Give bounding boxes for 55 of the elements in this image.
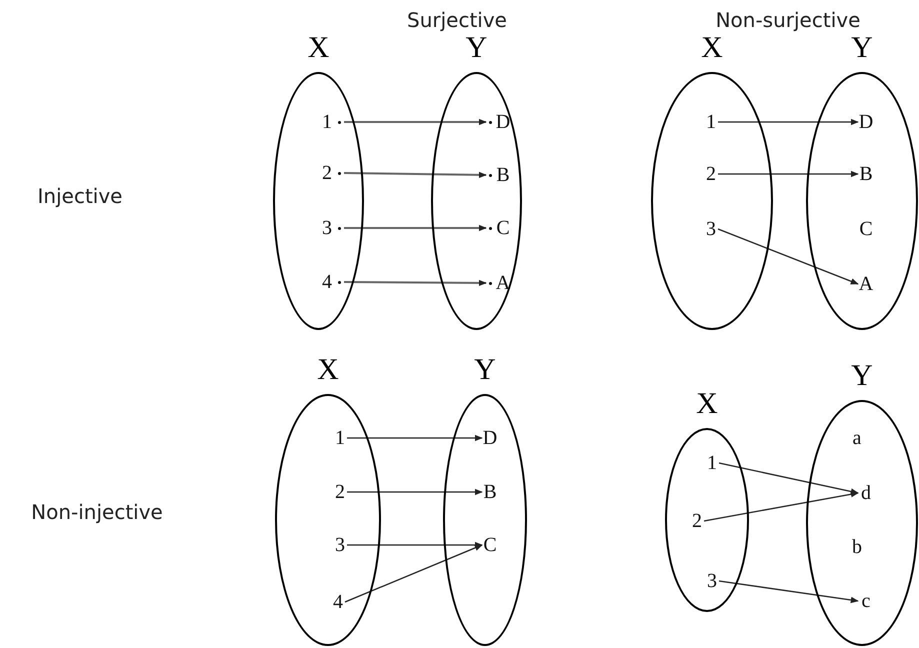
set-element: 3	[332, 533, 348, 557]
set-element: 3	[704, 569, 720, 593]
arrow	[347, 488, 483, 496]
set-label: X	[317, 354, 339, 386]
category-heading: Non-surjective	[716, 8, 860, 32]
arrow	[718, 462, 859, 495]
set-label: Y	[466, 32, 488, 64]
set-element: D	[495, 110, 511, 134]
set-label: Y	[851, 360, 873, 392]
set-element: C	[858, 217, 874, 241]
arrow	[718, 580, 859, 604]
set-element: 2	[332, 480, 348, 504]
set-element: 2	[319, 161, 335, 185]
arrow	[718, 170, 859, 178]
category-heading: Non-injective	[31, 500, 163, 524]
set-element: A	[858, 272, 874, 296]
arrow	[344, 172, 487, 178]
set-element: 1	[332, 426, 348, 450]
set-element: d	[858, 481, 874, 505]
set-element: C	[495, 216, 511, 240]
set-element: b	[849, 535, 865, 559]
arrow	[718, 228, 859, 285]
set-element: 1	[703, 110, 719, 134]
set-label: Y	[474, 354, 496, 386]
arrow	[718, 118, 859, 126]
set-element: B	[858, 162, 874, 186]
category-heading: Injective	[38, 184, 122, 208]
set-element: D	[858, 110, 874, 134]
set-element: 4	[330, 590, 346, 614]
arrow	[347, 434, 483, 442]
set-label: X	[701, 32, 723, 64]
set-element: 2	[689, 509, 705, 533]
set-element: B	[495, 163, 511, 187]
set-element: C	[482, 533, 498, 557]
set-element: a	[849, 426, 865, 450]
category-heading: Surjective	[407, 8, 507, 32]
arrow	[347, 542, 483, 548]
set-element: A	[495, 271, 511, 295]
arrow	[704, 491, 859, 522]
set-element: 1	[319, 110, 335, 134]
set-element: 1	[704, 451, 720, 475]
set-label: X	[696, 388, 718, 420]
set-element: D	[482, 426, 498, 450]
set-element: c	[858, 589, 874, 613]
arrow	[344, 544, 483, 603]
set-label: X	[308, 32, 330, 64]
arrow	[344, 280, 487, 286]
set-label: Y	[851, 32, 873, 64]
set-element: 3	[319, 216, 335, 240]
set-element: 3	[703, 217, 719, 241]
set-element: B	[482, 480, 498, 504]
arrow	[344, 118, 487, 126]
set-element: 4	[319, 270, 335, 294]
arrow	[344, 224, 487, 232]
set-element: 2	[703, 162, 719, 186]
